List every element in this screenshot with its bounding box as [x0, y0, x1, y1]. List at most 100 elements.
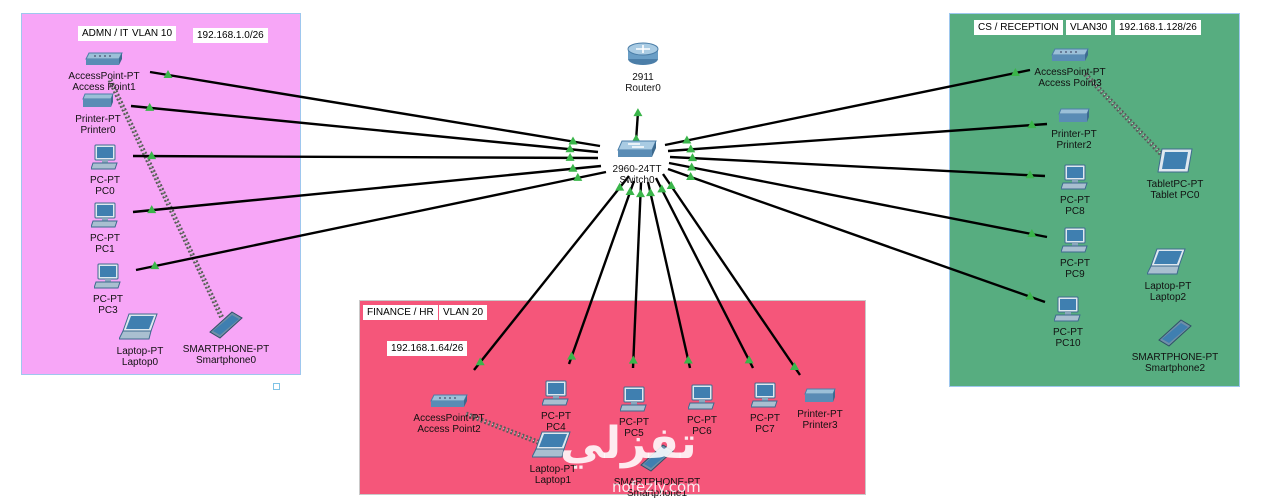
- wireless-link-inner-ap2-laptop1: [465, 413, 549, 447]
- device-name-label: Laptop0: [121, 357, 159, 368]
- device-type-label: PC-PT: [93, 294, 123, 305]
- link-status-pc7-switch: [657, 184, 667, 193]
- zone-vlan-admin: VLAN 10: [128, 26, 177, 41]
- device-name-label: Laptop2: [1149, 292, 1187, 303]
- zone-name-cs: CS / RECEPTION: [974, 20, 1063, 35]
- zone-subnet-cs: 192.168.1.128/26: [1115, 20, 1201, 35]
- link-status-printer3-device: [790, 361, 800, 370]
- access-point-icon: [34, 52, 174, 71]
- device-type-label: PC-PT: [90, 175, 120, 186]
- device-name-label: PC1: [95, 244, 115, 255]
- smartphone-icon: [587, 444, 727, 477]
- device-type-label: Laptop-PT: [116, 346, 164, 357]
- device-type-label: SMARTPHONE-PT: [182, 344, 270, 355]
- zone-cs-reception: [949, 13, 1240, 387]
- device-name-label: Smartphone0: [195, 355, 257, 366]
- link-status-pc3-switch: [573, 172, 583, 181]
- link-ap3: [664, 68, 1031, 147]
- device-name-label: Tablet PC0: [1150, 190, 1200, 201]
- pc-icon: [35, 144, 175, 175]
- device-name-label: Smartphone2: [1144, 363, 1206, 374]
- device-name-label: Switch0: [619, 175, 655, 186]
- device-name-label: Router0: [625, 83, 661, 94]
- pc-icon: [486, 380, 626, 411]
- link-status-pc9-switch: [687, 162, 697, 171]
- device-type-label: SMARTPHONE-PT: [1131, 352, 1219, 363]
- link-pc0: [132, 154, 599, 160]
- device-name-label: Access Point1: [72, 82, 136, 93]
- device-type-label: PC-PT: [619, 417, 649, 428]
- device-type-label: PC-PT: [1053, 327, 1083, 338]
- device-type-label: Printer-PT: [797, 409, 843, 420]
- link-printer0: [130, 104, 599, 154]
- device-name-label: PC10: [1055, 338, 1081, 349]
- zone-subnet-finance: 192.168.1.64/26: [387, 341, 468, 356]
- laptop-icon: [1098, 248, 1238, 281]
- link-status-pc4-device: [567, 351, 577, 360]
- device-name-label: PC7: [755, 424, 775, 435]
- wireless-link-inner-ap3-tablet0: [1084, 73, 1166, 159]
- device-type-label: TabletPC-PT: [1146, 179, 1204, 190]
- device-name-label: Access Point2: [417, 424, 481, 435]
- pc-icon: [1005, 227, 1145, 258]
- link-status-pc5-device: [628, 355, 638, 364]
- device-type-label: PC-PT: [1060, 195, 1090, 206]
- link-status-pc10-switch: [686, 171, 696, 180]
- device-name-label: Printer2: [1056, 140, 1092, 151]
- link-pc10: [667, 167, 1046, 304]
- pc-icon: [998, 296, 1138, 327]
- pc-icon: [632, 384, 772, 415]
- zone-vlan-cs: VLAN30: [1066, 20, 1112, 35]
- access-point-icon: [379, 394, 519, 413]
- link-status-pc0-device: [147, 151, 157, 160]
- tablet-icon: [1105, 148, 1245, 179]
- link-pc3: [135, 170, 607, 272]
- link-status-printer2-device: [1027, 120, 1037, 129]
- link-printer2: [667, 122, 1048, 153]
- link-status-pc6-switch: [646, 188, 656, 197]
- link-ap2: [473, 175, 630, 371]
- link-status-pc5-switch: [636, 189, 646, 198]
- device-type-label: PC-PT: [1060, 258, 1090, 269]
- printer-icon: [1004, 106, 1144, 129]
- pc-icon: [38, 263, 178, 294]
- link-ap1: [149, 70, 601, 148]
- smartphone-icon: [1105, 319, 1245, 352]
- access-point-icon: [1000, 48, 1140, 67]
- pc-icon: [564, 386, 704, 417]
- laptop-icon: [70, 313, 210, 346]
- device-name-label: PC9: [1065, 269, 1085, 280]
- device-name-label: Printer0: [80, 125, 116, 136]
- device-name-label: PC4: [546, 422, 566, 433]
- device-type-label: PC-PT: [90, 233, 120, 244]
- device-name-label: PC6: [692, 426, 712, 437]
- device-type-label: SMARTPHONE-PT: [613, 477, 701, 488]
- printer-icon: [750, 386, 890, 409]
